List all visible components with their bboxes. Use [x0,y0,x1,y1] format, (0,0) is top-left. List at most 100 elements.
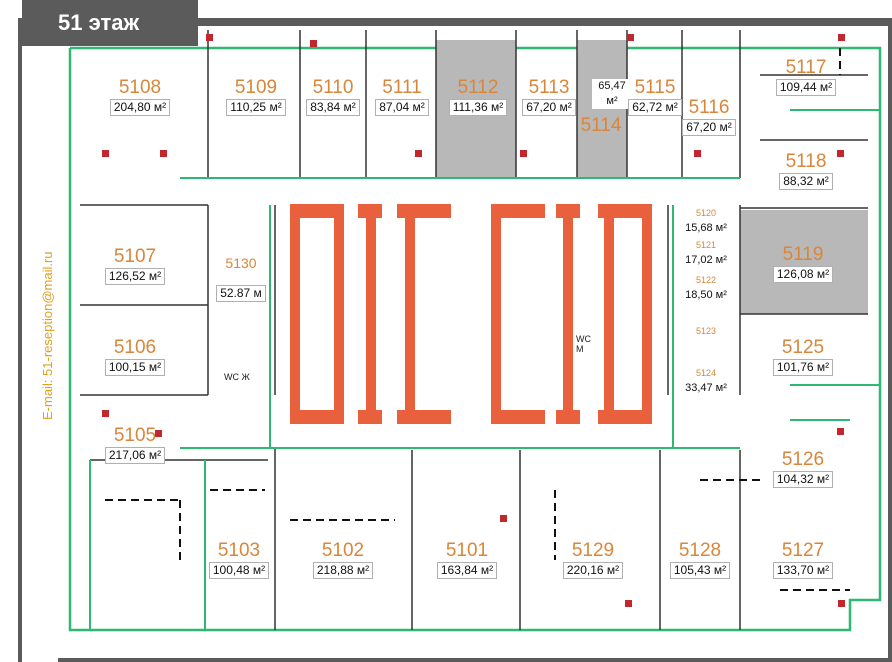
room-number: 5122 [695,275,717,285]
restroom-women-label: WC Ж [224,372,250,382]
room-5118: 5118 88,32 м² [766,152,846,190]
room-number: 5107 [113,246,157,267]
room-5114-area: 65,47 м² [592,78,632,109]
room-5127: 5127 133,70 м² [760,541,846,579]
room-number: 5121 [695,240,717,250]
contact-email: E-mail: 51-reseption@mail.ru [40,251,55,420]
room-number: 5111 [382,77,422,98]
floor-title: 51 этаж [58,10,140,35]
room-number: 5128 [678,540,722,561]
leased-room-5114 [577,40,627,178]
room-number: 5113 [528,77,570,98]
room-number: 5101 [445,540,489,561]
room-area: 126,08 м² [772,266,834,283]
room-number: 5126 [781,449,825,470]
room-5106: 5106 100,15 м² [92,338,178,376]
room-5121: 5121 17,02 м² [676,240,736,268]
room-5102: 5102 218,88 м² [300,541,386,579]
room-area: 220,16 м² [562,562,624,579]
restroom-men-label: WC М [576,334,591,354]
room-area: 133,70 м² [772,562,834,579]
room-number: 5117 [785,57,827,78]
room-area: 52.87 м [216,285,266,302]
room-area: 67,20 м² [522,99,576,116]
room-5111: 5111 87,04 м² [368,78,436,116]
room-number: 5112 [457,77,499,98]
room-number: 5118 [785,151,827,172]
side-strip [22,46,58,662]
room-5120: 5120 15,68 м² [676,208,736,236]
room-area: 62,72 м² [628,99,682,116]
partition-walls [89,109,880,630]
room-number: 5102 [321,540,365,561]
room-number: 5105 [113,425,157,446]
room-number: 5123 [695,326,717,336]
room-5114: 5114 [576,116,626,136]
room-area: 18,50 м² [682,288,730,303]
room-number: 5125 [781,337,825,358]
room-area: 218,88 м² [312,562,374,579]
room-5119: 5119 126,08 м² [760,245,846,283]
room-area: 83,84 м² [306,99,360,116]
room-area: 17,02 м² [682,253,730,268]
room-5123: 5123 [676,326,736,336]
room-area: 217,06 м² [104,447,166,464]
room-number: 5109 [234,77,278,98]
room-number: 5106 [113,337,157,358]
room-5107: 5107 126,52 м² [92,247,178,285]
room-5126: 5126 104,32 м² [760,450,846,488]
room-area: 163,84 м² [436,562,498,579]
room-5124: 5124 33,47 м² [676,368,736,396]
room-5113: 5113 67,20 м² [518,78,580,116]
room-area: 65,47 м² [592,79,632,109]
room-area: 87,04 м² [375,99,429,116]
leased-room-5119 [740,210,868,314]
room-number: 5108 [118,77,162,98]
room-5117: 5117 109,44 м² [766,58,846,96]
room-area: 101,76 м² [772,359,834,376]
room-area: 67,20 м² [682,119,736,136]
room-area: 15,68 м² [682,221,730,236]
floor-title-tab [22,0,198,46]
room-area: 126,52 м² [104,268,166,285]
room-number: 5130 [225,255,257,271]
room-number: 5124 [695,368,717,378]
room-area: 204,80 м² [109,99,171,116]
structural-markers [102,34,845,607]
room-area: 100,48 м² [208,562,270,579]
room-5125: 5125 101,76 м² [760,338,846,376]
room-area: 104,32 м² [772,471,834,488]
furniture-outlines [105,48,850,591]
room-5101: 5101 163,84 м² [424,541,510,579]
room-number: 5103 [217,540,261,561]
room-area: 110,25 м² [226,99,286,116]
room-area: 111,36 м² [448,99,508,116]
room-5122: 5122 18,50 м² [676,275,736,303]
room-5128: 5128 105,43 м² [658,541,742,579]
room-number: 5129 [571,540,615,561]
room-area: 100,15 м² [104,359,166,376]
room-5108: 5108 204,80 м² [100,78,180,116]
room-area: 109,44 м² [775,79,837,96]
room-5115: 5115 62,72 м² [625,78,685,116]
room-5103: 5103 100,48 м² [196,541,282,579]
room-number: 5119 [782,244,824,265]
room-5116: 5116 67,20 м² [678,98,740,136]
room-number: 5110 [312,77,354,98]
perimeter-wall [68,46,882,632]
room-area: 88,32 м² [779,173,833,190]
room-number: 5127 [781,540,825,561]
room-5129: 5129 220,16 м² [550,541,636,579]
room-number: 5115 [634,77,676,98]
room-number: 5116 [688,97,730,118]
room-5109: 5109 110,25 м² [216,78,296,116]
room-area: 105,43 м² [669,562,731,579]
core-columns [290,204,652,424]
room-number: 5114 [580,115,622,136]
room-5130: 5130 52.87 м [208,253,274,302]
room-5110: 5110 83,84 м² [299,78,367,116]
room-5112: 5112 111,36 м² [440,78,516,116]
room-number: 5120 [695,208,717,218]
room-area: 33,47 м² [682,381,730,396]
